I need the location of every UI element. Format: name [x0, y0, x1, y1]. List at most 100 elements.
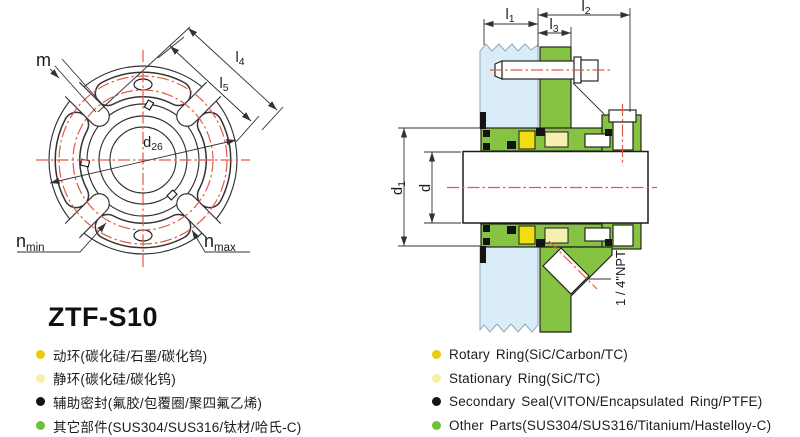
dim-label-d26: d26 [143, 135, 163, 153]
bullet-icon [36, 421, 45, 431]
spring-window-lower [584, 227, 611, 242]
m-arrow [49, 68, 60, 79]
lock-tab [143, 99, 155, 111]
o-ring [536, 128, 545, 136]
m-dimension: m [36, 50, 104, 113]
legend-item-label: Secondary Seal(VITON/Encapsulated Ring/P… [449, 394, 763, 410]
extension-line [97, 26, 191, 113]
o-ring [483, 130, 490, 137]
o-ring [483, 238, 490, 245]
gland-gasket-lower [480, 246, 486, 263]
l5-dimension-line [169, 45, 252, 122]
dim-label-l1-base: l [505, 7, 508, 23]
dim-label-d1: d1 [390, 181, 408, 195]
o-ring [605, 239, 612, 246]
o-ring [483, 143, 490, 150]
legend-item-stationary-ring-en: Stationary Ring(SiC/TC) [432, 367, 771, 391]
npt-port-plug [542, 247, 590, 295]
o-ring [605, 129, 612, 136]
stationary-ring-lower [544, 227, 569, 244]
dim-label-d1-sub: 1 [396, 181, 408, 187]
stuffing-box-lower [479, 246, 539, 333]
l4-l5-dimensions: l4 l5 [97, 26, 284, 143]
secondary-seals [480, 112, 612, 263]
page-title: ZTF-S10 [48, 302, 159, 332]
dim-label-l3-sub: 3 [553, 23, 559, 35]
length-dimensions: l1 l2 l3 [483, 0, 631, 112]
legend-cn: 动环(碳化硅/石墨/碳化钨) 静环(碳化硅/碳化钨) 辅助密封(氟胶/包覆圈/聚… [36, 343, 301, 437]
spring-window-upper [584, 133, 611, 148]
dim-label-m: m [36, 50, 51, 70]
dim-label-l4: l4 [235, 50, 244, 68]
diameter-dimensions: d1 d [390, 127, 480, 247]
bullet-icon [432, 397, 441, 407]
d26-dimension: d26 [49, 135, 237, 184]
dim-label-d26-base: d [143, 135, 151, 151]
legend-item-label: 静环(碳化硅/碳化钨) [53, 372, 176, 388]
m-tab-line [61, 58, 104, 106]
npt-label: 1 / 4"NPT [613, 250, 628, 306]
legend-item-rotary-ring-cn: 动环(碳化硅/石墨/碳化钨) [36, 343, 301, 367]
dim-label-l3: l3 [549, 17, 558, 35]
extension-line [235, 115, 260, 143]
m-tab-line [54, 65, 97, 113]
legend-item-other-parts-en: Other Parts(SUS304/SUS316/Titanium/Haste… [432, 414, 771, 437]
dim-label-nmin-base: n [16, 231, 26, 251]
dim-label-l1-sub: 1 [509, 13, 515, 25]
d26-dimension-line [49, 139, 237, 184]
dim-label-l2: l2 [581, 0, 590, 17]
rotary-ring-upper [518, 130, 536, 150]
dim-label-l1: l1 [505, 7, 514, 25]
o-ring [507, 141, 516, 149]
bullet-icon [36, 397, 45, 407]
dim-label-nmax: nmax [204, 231, 236, 254]
legend-item-stationary-ring-cn: 静环(碳化硅/碳化钨) [36, 367, 301, 391]
dim-label-nmin: nmin [16, 231, 45, 254]
dim-label-d1-base: d [390, 187, 406, 195]
section-view-drawing: 1 / 4"NPT l1 l2 l3 [390, 0, 657, 333]
legend-item-rotary-ring-en: Rotary Ring(SiC/Carbon/TC) [432, 343, 771, 367]
bullet-icon [432, 421, 441, 431]
dim-label-l3-base: l [549, 17, 552, 33]
bullet-icon [36, 373, 45, 383]
o-ring [507, 226, 516, 234]
gland-chamfer-line [572, 82, 605, 115]
npt-port-centerline [548, 240, 598, 290]
bullet-icon [432, 373, 441, 383]
legend-item-label: Other Parts(SUS304/SUS316/Titanium/Haste… [449, 418, 772, 434]
bullet-icon [432, 350, 441, 360]
gland-gasket-upper [480, 112, 486, 129]
dim-label-l4-base: l [235, 50, 238, 66]
legend-item-label: Rotary Ring(SiC/Carbon/TC) [449, 347, 628, 363]
dim-label-d: d [418, 184, 434, 192]
extension-line [261, 106, 284, 131]
dim-label-nmax-base: n [204, 231, 214, 251]
dim-label-l5-sub: 5 [223, 82, 229, 94]
nmin-leader [17, 222, 107, 253]
stationary-ring-upper [544, 131, 569, 148]
o-ring [536, 239, 545, 247]
dim-label-l2-base: l [581, 0, 584, 15]
legend-item-label: 辅助密封(氟胶/包覆圈/聚四氟乙烯) [53, 395, 263, 411]
dim-label-l5: l5 [219, 76, 228, 94]
dim-label-l2-sub: 2 [585, 5, 591, 17]
nmin-annotation: nmin [16, 222, 107, 254]
nmax-annotation: nmax [191, 229, 250, 254]
dim-label-nmin-sub: min [26, 242, 45, 254]
legend-item-secondary-seal-cn: 辅助密封(氟胶/包覆圈/聚四氟乙烯) [36, 390, 301, 414]
nmax-leader [191, 229, 250, 253]
legend-item-label: Stationary Ring(SiC/TC) [449, 370, 601, 386]
gland-plate-upper [539, 46, 572, 134]
stuffing-box-upper [479, 43, 539, 129]
dim-label-l5-base: l [219, 76, 222, 92]
legend-item-secondary-seal-en: Secondary Seal(VITON/Encapsulated Ring/P… [432, 390, 771, 414]
set-screw-lower [612, 224, 634, 247]
dim-label-nmax-sub: max [214, 242, 236, 254]
legend-item-other-parts-cn: 其它部件(SUS304/SUS316/钛材/哈氏-C) [36, 414, 301, 437]
o-ring [483, 225, 490, 232]
bullet-icon [36, 350, 45, 360]
front-view-drawing: m l4 l5 d26 nmin nmax [16, 26, 284, 270]
legend-en: Rotary Ring(SiC/Carbon/TC) Stationary Ri… [432, 343, 771, 437]
section-centerlines [447, 69, 657, 290]
